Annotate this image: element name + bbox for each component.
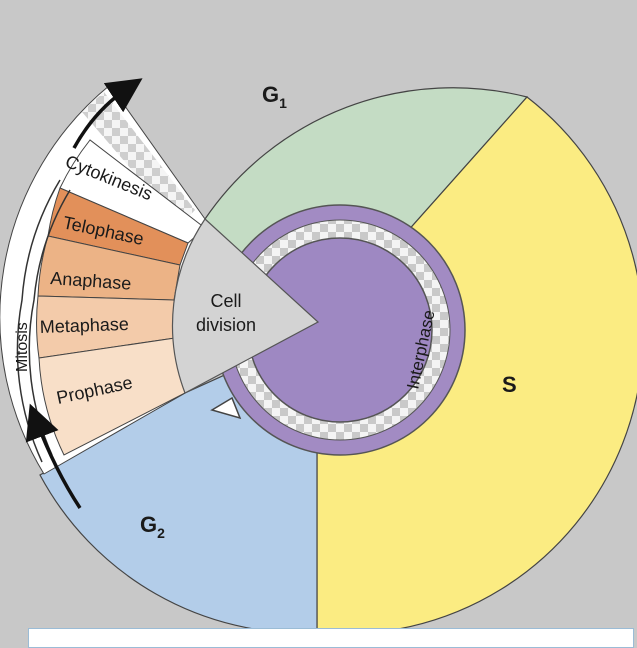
cycle-arrow-top-icon [72,78,143,149]
g2-label: G2 [140,512,165,541]
g1-label: G1 [262,82,287,111]
mitosis-label: Mitosis [14,322,31,372]
s-sector [316,96,637,635]
cycle-arrow-bottom-icon [25,403,82,509]
metaphase-label: Metaphase [39,314,129,337]
cytokinesis-checker [82,92,195,226]
caption-box [28,628,634,648]
cell-division-label-line1: Cell [210,291,241,311]
interphase-cycle-arrow-icon [210,396,242,420]
s-label: S [502,372,517,397]
cell-division-label-line2: division [196,315,256,335]
cell-division-wedge [171,218,320,394]
